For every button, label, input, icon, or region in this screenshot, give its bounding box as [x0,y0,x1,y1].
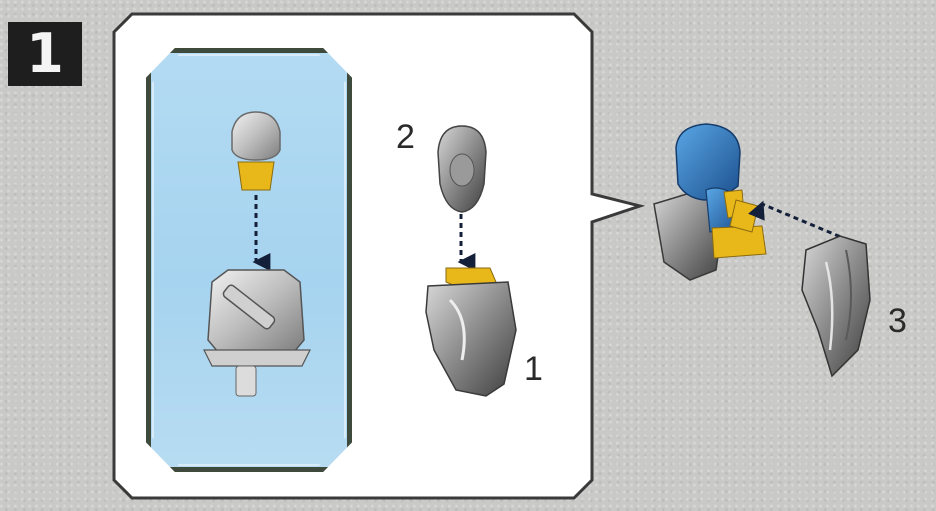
cape-arrow [762,204,848,240]
part-label-1: 1 [524,352,543,386]
minifig-head-icon [438,126,486,212]
cape-piece-icon [802,236,870,376]
armored-torso-icon [204,270,310,396]
part-label-3: 3 [888,304,907,338]
part-label-2: 2 [396,120,415,154]
white-hair-piece-icon [232,112,280,190]
assembled-minifig-icon [654,124,766,280]
torso-piece-icon [426,268,516,396]
